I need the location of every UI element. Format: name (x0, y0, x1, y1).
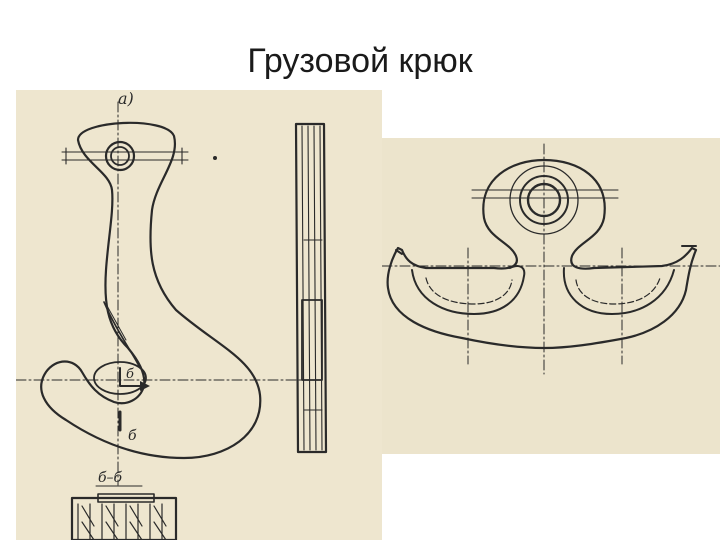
slide-title: Грузовой крюк (0, 42, 720, 81)
view-label-a: а) (118, 90, 134, 108)
section-arrowhead (140, 381, 150, 391)
section-view-outline (70, 496, 178, 540)
right-bowl (562, 267, 675, 315)
left-bowl (411, 265, 526, 315)
double-hook-outline (386, 158, 698, 350)
hook-outline (40, 121, 262, 460)
single-hook-svg: а) б б (16, 90, 328, 540)
hook-shank-inner-line (103, 301, 141, 369)
throat-circle (93, 361, 147, 395)
left-tip-mark (395, 249, 403, 255)
section-view-top-cap (97, 493, 155, 503)
eye-hole-outer (104, 140, 136, 172)
double-hook-svg (382, 143, 720, 375)
section-view-hatching (77, 503, 167, 540)
shank-edge-hatch (105, 303, 127, 341)
double-eye-inner (526, 182, 562, 218)
section-arrow (119, 367, 145, 387)
section-letter-bottom: б (128, 428, 137, 444)
right-bowl-inner (575, 277, 661, 305)
single-hook-drawing: а) б б (16, 90, 382, 540)
slide-title-text: Грузовой крюк (247, 42, 473, 80)
ink-dot (213, 156, 217, 160)
double-hook-drawing (382, 138, 720, 454)
eye-hole-inner (110, 146, 130, 166)
side-view-plates (294, 122, 328, 454)
double-eye-outer (519, 175, 569, 225)
double-eye-boss (509, 165, 579, 235)
section-letter-top: б (126, 367, 134, 382)
left-bowl-inner (425, 277, 513, 305)
section-caption: б–б (98, 470, 123, 486)
